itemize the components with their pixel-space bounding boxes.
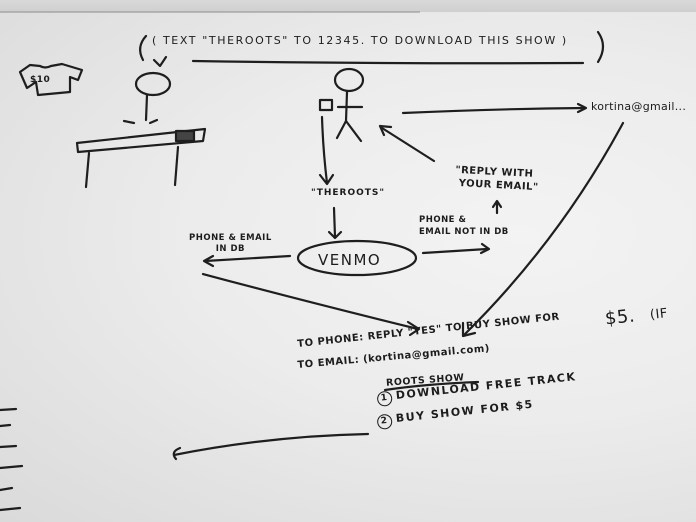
tshirt-icon — [18, 62, 84, 97]
device-icon — [174, 129, 196, 143]
table-leg-right — [173, 145, 180, 187]
performer-foot-right — [148, 118, 159, 125]
arrow-email-to-result — [463, 121, 625, 336]
table-leg-left — [84, 151, 91, 189]
sms-keyword-label: "THEROOTS" — [311, 188, 386, 198]
arrow-head-indb — [202, 254, 215, 268]
arrow-head-left — [172, 446, 182, 461]
venmo-node-label: VENMO — [318, 251, 382, 269]
arrow-option2-to-left — [172, 432, 370, 457]
roots-show-underline — [383, 380, 480, 392]
if-note: (IF — [649, 306, 669, 323]
not-in-db-line2: EMAIL NOT IN DB — [419, 227, 509, 237]
not-in-db-line1: PHONE & — [419, 215, 467, 225]
margin-tick — [0, 486, 14, 492]
in-db-line2: IN DB — [215, 244, 246, 254]
venmo-node-outline — [296, 239, 418, 277]
title-close-paren — [596, 30, 605, 64]
paper-top-edge — [0, 0, 696, 12]
arrow-head-venmo — [327, 230, 343, 240]
margin-tick — [0, 506, 22, 512]
margin-tick — [0, 423, 12, 428]
arrow-reply-to-user — [380, 126, 436, 163]
user-head — [333, 67, 365, 93]
arrow-head-sms — [318, 173, 335, 186]
arrow-indb-to-result — [201, 272, 420, 331]
arrow-head-notdb — [479, 242, 491, 255]
performer-foot-left — [122, 119, 136, 125]
option-2-number: 2 — [376, 413, 393, 430]
check-mark — [152, 55, 168, 68]
margin-tick — [0, 407, 18, 412]
in-db-label: PHONE & EMAIL IN DB — [189, 233, 272, 255]
performer-body — [144, 93, 149, 122]
option-1-number: 1 — [376, 390, 393, 407]
margin-tick — [0, 444, 18, 449]
shirt-price-label: $10 — [30, 75, 51, 85]
user-phone-icon — [318, 98, 334, 112]
not-in-db-label: PHONE & EMAIL NOT IN DB — [419, 214, 509, 238]
in-db-line1: PHONE & EMAIL — [189, 233, 272, 243]
title-underline — [191, 59, 585, 65]
reply-prompt-label: "REPLY WITH YOUR EMAIL" — [454, 164, 539, 194]
email-address-label: kortina@gmail... — [591, 100, 687, 113]
arrow-venmo-to-notdb — [421, 247, 489, 255]
arrow-sms-to-venmo — [332, 206, 337, 239]
arrow-venmo-to-indb — [203, 254, 292, 263]
paper-edge-line — [0, 11, 420, 13]
table-top — [75, 127, 207, 154]
price-label: $5. — [603, 305, 637, 330]
arrow-user-to-email — [401, 106, 587, 115]
arrow-head-email — [576, 102, 588, 114]
arrow-head-user — [378, 124, 393, 137]
margin-tick — [0, 464, 24, 470]
performer-head — [134, 71, 172, 97]
arrow-head-result-1 — [406, 320, 421, 337]
arrow-user-to-sms — [320, 115, 329, 185]
arrow-head-result-2 — [461, 321, 477, 338]
sketch-title: ( TEXT "THEROOTS" TO 12345. TO DOWNLOAD … — [152, 34, 568, 47]
title-open-paren — [139, 34, 148, 62]
arrow-head-reply — [491, 199, 503, 209]
user-legs — [335, 119, 363, 143]
